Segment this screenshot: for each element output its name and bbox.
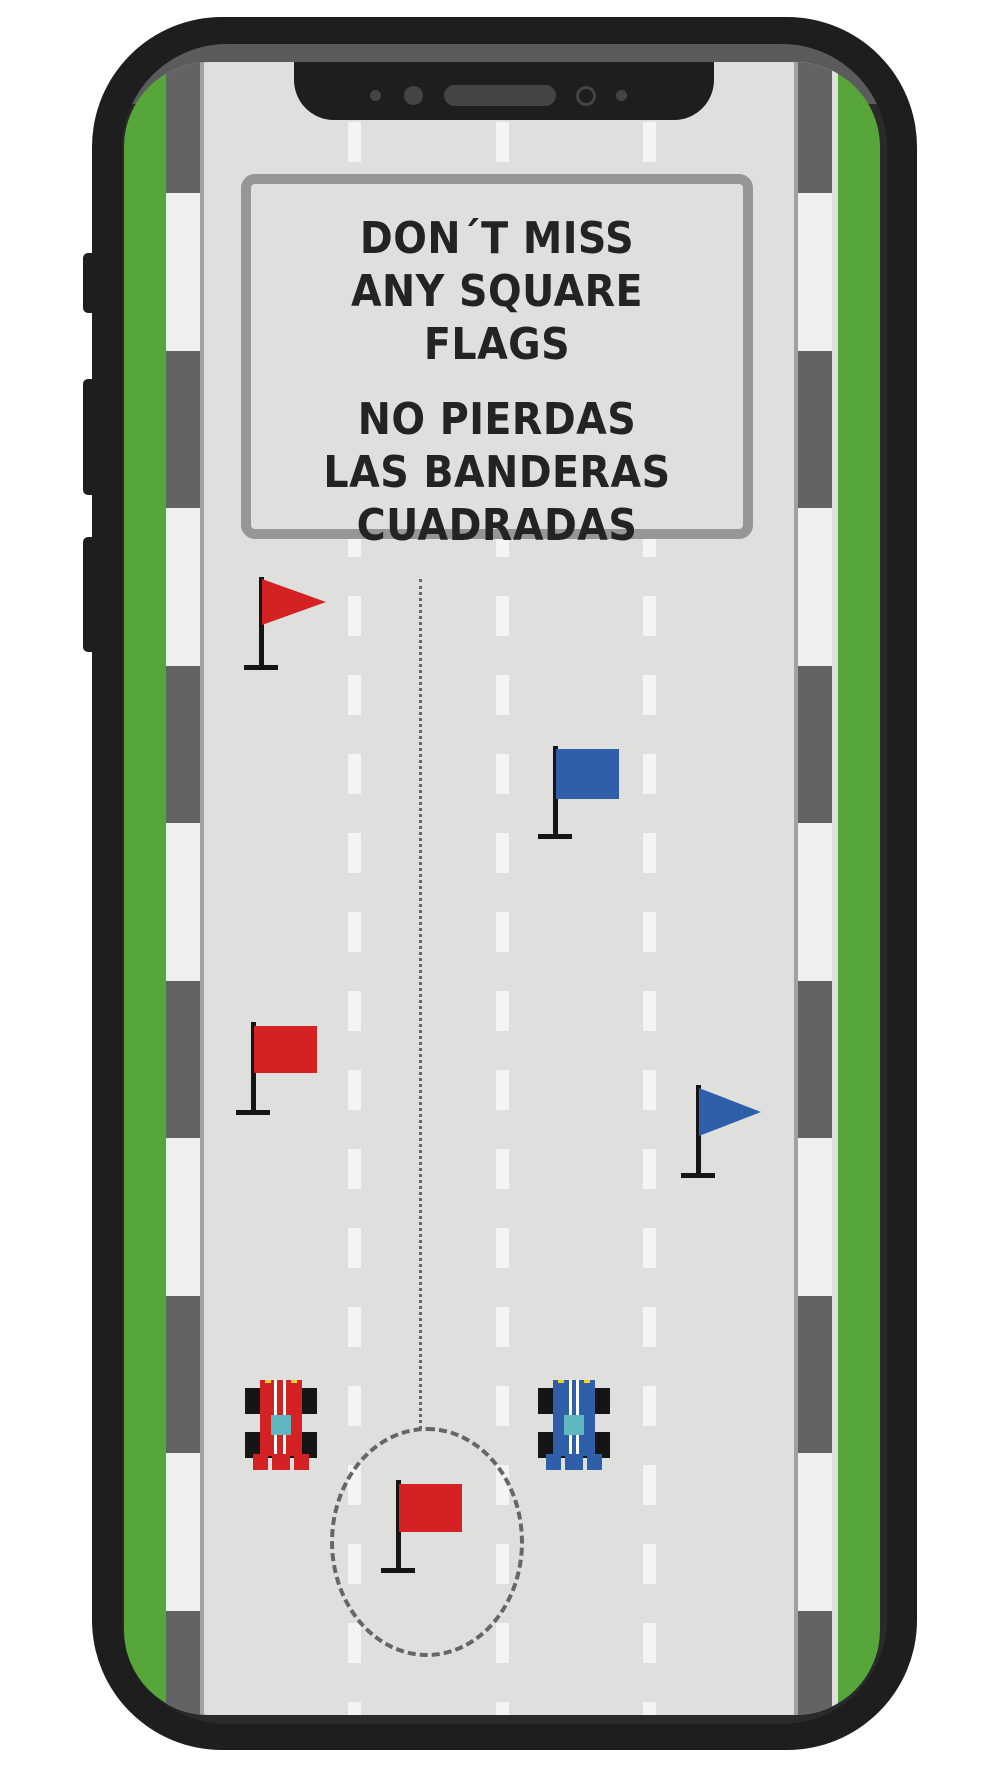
volume-up-button — [83, 379, 95, 495]
game-screen[interactable]: DON´T MISS ANY SQUARE FLAGS NO PIERDAS L… — [124, 62, 880, 1715]
red-square-flag[interactable] — [236, 1022, 326, 1117]
blue-race-car[interactable] — [538, 1380, 610, 1470]
phone-notch — [294, 62, 714, 120]
left-curb — [166, 62, 204, 1715]
instruction-sign: DON´T MISS ANY SQUARE FLAGS NO PIERDAS L… — [241, 174, 753, 551]
red-triangle-flag[interactable] — [244, 577, 326, 672]
sign-line-en-2: ANY SQUARE FLAGS — [350, 266, 644, 370]
volume-down-button — [83, 537, 95, 652]
highlighted-red-square-flag[interactable] — [381, 1480, 471, 1575]
blue-triangle-flag[interactable] — [681, 1085, 771, 1180]
mute-switch — [83, 253, 95, 313]
right-curb — [794, 62, 832, 1715]
red-race-car[interactable] — [245, 1380, 317, 1470]
sign-line-en-1: DON´T MISS — [359, 213, 635, 264]
blue-square-flag[interactable] — [538, 746, 628, 841]
guide-dotted-line — [419, 579, 422, 1429]
target-circle — [330, 1427, 524, 1657]
sign-line-es-2: LAS BANDERAS — [323, 447, 671, 498]
sign-line-es-3: CUADRADAS — [356, 500, 638, 551]
sign-line-es-1: NO PIERDAS — [357, 394, 637, 445]
